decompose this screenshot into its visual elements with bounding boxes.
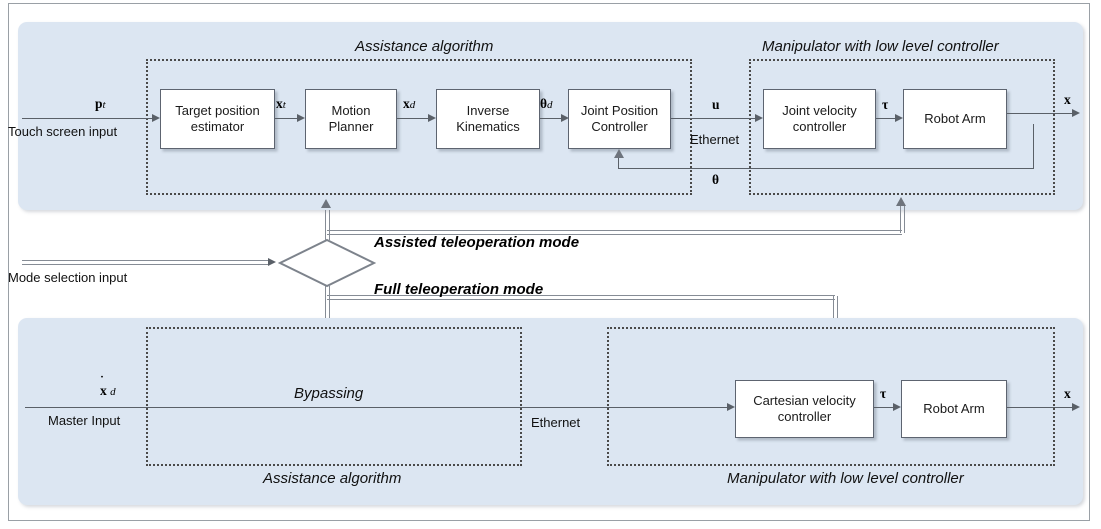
top-assistance-group-label: Assistance algorithm bbox=[355, 38, 494, 55]
mode-selection-input-caption: Mode selection input bbox=[8, 270, 128, 285]
x-output-arrowhead-top bbox=[1072, 108, 1080, 117]
signal-xdot-d: x ̇ d bbox=[100, 383, 116, 398]
touch-input-arrowhead bbox=[152, 113, 160, 122]
master-input-arrowhead bbox=[727, 402, 735, 411]
x-output-arrowhead-bottom bbox=[1072, 402, 1080, 411]
u-line bbox=[671, 118, 757, 120]
x-output-line-top bbox=[1007, 113, 1078, 115]
ethernet-label-top: Ethernet bbox=[690, 132, 740, 147]
mode-branch-vertical-lower bbox=[325, 286, 330, 330]
signal-u: u bbox=[712, 97, 720, 112]
xt-arrowhead bbox=[297, 113, 305, 122]
bottom-assistance-dotted-box bbox=[146, 327, 522, 466]
xd-line bbox=[397, 118, 430, 120]
signal-x-bottom: x bbox=[1064, 386, 1071, 401]
assisted-mode-label: Assisted teleoperation mode bbox=[374, 234, 580, 251]
signal-xd: xd bbox=[403, 96, 416, 111]
theta-feedback-vertical-right bbox=[1033, 124, 1035, 169]
block-label: Robot Arm bbox=[923, 401, 985, 417]
top-manipulator-group-label: Manipulator with low level controller bbox=[762, 38, 999, 55]
block-robot-arm-bottom[interactable]: Robot Arm bbox=[901, 380, 1007, 438]
theta-feedback-arrowhead bbox=[613, 149, 624, 158]
full-mode-line bbox=[327, 295, 835, 300]
block-label: Robot Arm bbox=[924, 111, 986, 127]
ethernet-label-bottom: Ethernet bbox=[531, 415, 581, 430]
top-assistance-dotted-box bbox=[146, 59, 692, 195]
mode-selection-arrowhead bbox=[268, 258, 276, 266]
bottom-assistance-group-label: Assistance algorithm bbox=[263, 470, 402, 487]
xt-line bbox=[275, 118, 299, 120]
tau-line-top bbox=[876, 118, 897, 120]
signal-tau-bottom: τ bbox=[880, 386, 887, 401]
touch-input-line bbox=[22, 118, 154, 120]
master-input-caption: Master Input bbox=[48, 413, 121, 428]
full-mode-vertical bbox=[833, 296, 838, 328]
mode-selection-input-line bbox=[22, 260, 270, 265]
theta-feedback-horizontal bbox=[618, 168, 1034, 170]
u-arrowhead bbox=[755, 113, 763, 122]
full-mode-label: Full teleoperation mode bbox=[374, 281, 544, 298]
bottom-manipulator-dotted-box bbox=[607, 327, 1055, 466]
master-input-line bbox=[25, 407, 733, 409]
thetad-line bbox=[540, 118, 563, 120]
mode-branch-up-arrowhead bbox=[321, 199, 331, 208]
signal-pt: pt bbox=[95, 96, 106, 111]
x-output-line-bottom bbox=[1007, 407, 1078, 409]
signal-tau-top: τ bbox=[882, 97, 889, 112]
tau-line-bottom bbox=[874, 407, 895, 409]
signal-x-top: x bbox=[1064, 92, 1071, 107]
assisted-mode-line bbox=[327, 230, 902, 235]
tau-arrowhead-top bbox=[895, 113, 903, 122]
signal-theta-d: θd bbox=[540, 96, 553, 111]
mode-branch-vertical-upper bbox=[325, 210, 330, 240]
tau-arrowhead-bottom bbox=[893, 402, 901, 411]
assisted-mode-vertical bbox=[900, 205, 905, 233]
assisted-mode-arrowhead bbox=[896, 197, 906, 206]
signal-theta-feedback: θ bbox=[712, 172, 720, 187]
mode-selector-diamond[interactable] bbox=[278, 238, 376, 288]
block-robot-arm-top[interactable]: Robot Arm bbox=[903, 89, 1007, 149]
top-manipulator-dotted-box bbox=[749, 59, 1055, 195]
bypassing-label: Bypassing bbox=[294, 385, 364, 402]
touch-screen-input-caption: Touch screen input bbox=[8, 124, 118, 139]
xd-arrowhead bbox=[428, 113, 436, 122]
theta-feedback-vertical-left bbox=[618, 157, 620, 169]
bottom-manipulator-group-label: Manipulator with low level controller bbox=[727, 470, 964, 487]
signal-xt: xt bbox=[276, 96, 286, 111]
thetad-arrowhead bbox=[561, 113, 569, 122]
